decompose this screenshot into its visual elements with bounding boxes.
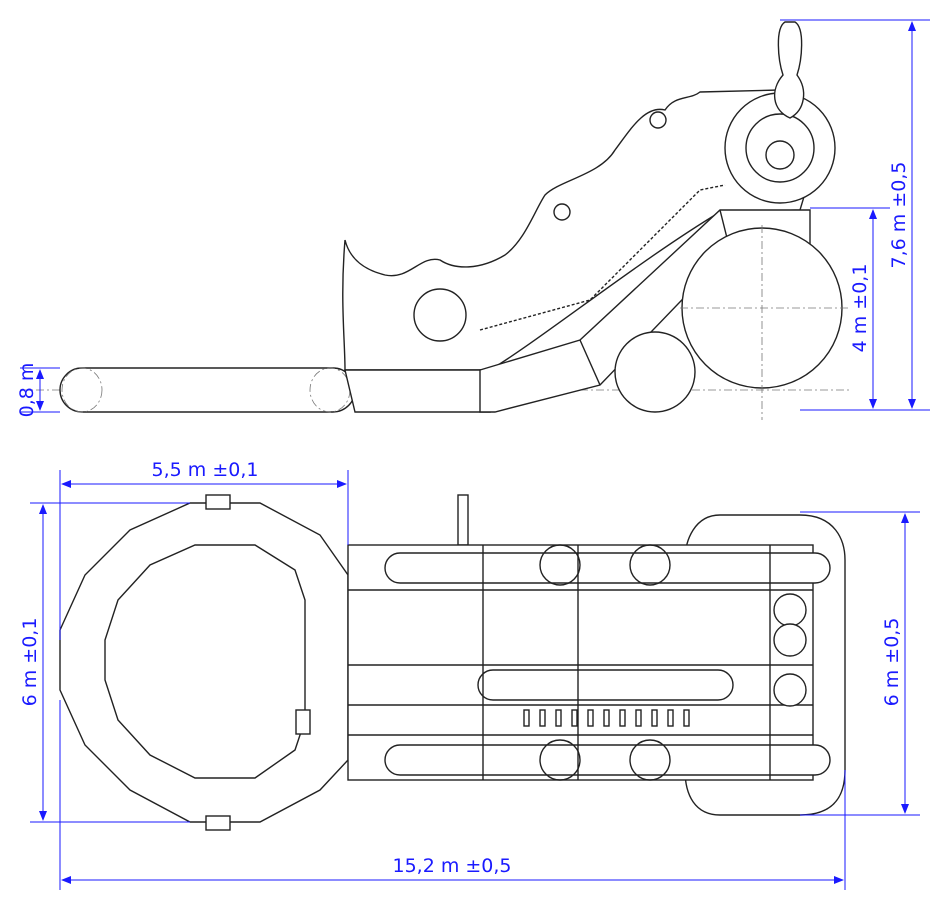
plan-view <box>59 494 846 831</box>
dim-total-height: 7,6 m ±0,5 <box>888 162 910 269</box>
dim-platform-height: 4 m ±0,1 <box>849 264 871 353</box>
dim-body-depth: 6 m ±0,5 <box>881 618 903 707</box>
dim-ring-width: 5,5 m ±0,1 <box>152 459 259 481</box>
landing-tube <box>59 367 356 413</box>
dim-ring-depth: 6 m ±0,1 <box>19 618 41 707</box>
dim-total-length: 15,2 m ±0,5 <box>392 855 511 877</box>
dim-tube-height: 0,8 m <box>16 363 38 418</box>
dimensions: 7,6 m ±0,5 4 m ±0,1 0,8 m 5,5 m ±0,1 6 m… <box>16 19 930 890</box>
pole <box>457 494 469 546</box>
small-wheel <box>614 331 696 413</box>
base-segment <box>344 369 491 413</box>
top-figure <box>774 21 805 119</box>
side-view <box>20 21 850 420</box>
wall-porthole <box>413 288 467 342</box>
main-body <box>347 544 814 781</box>
